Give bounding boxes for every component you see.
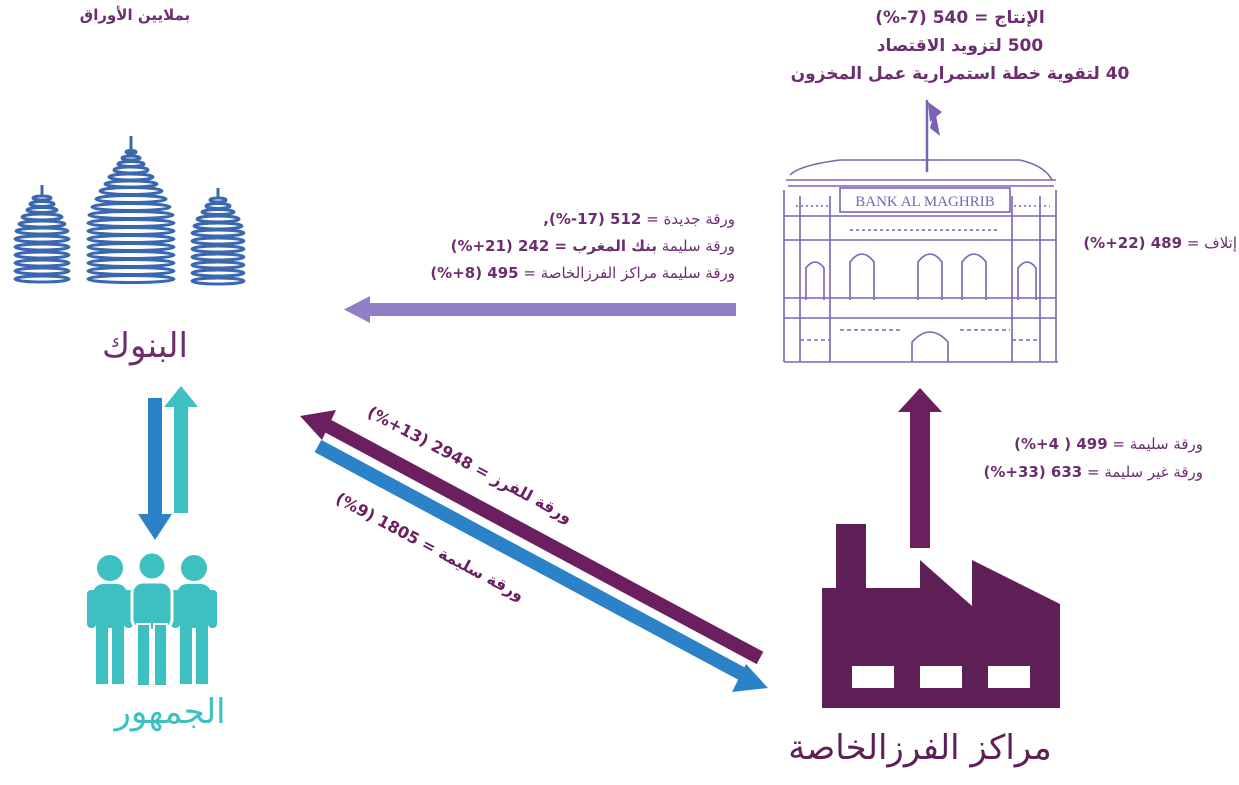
fit-centers-value: 495 (8+%) <box>430 264 519 282</box>
centers-to-banks-arrow <box>300 410 764 665</box>
bank-to-banks-block: ورقة جديدة = 512 (17-%), ورقة سليمة بنك … <box>340 206 735 287</box>
new-notes-label: ورقة جديدة = <box>641 210 735 228</box>
public-to-banks-arrow <box>164 386 198 513</box>
people-group-icon <box>87 550 217 687</box>
destroyed-value: 489 (22+%) <box>1083 234 1183 252</box>
production-continuity: 40 لتقوية خطة استمرارية عمل المخزون <box>790 64 1130 84</box>
banks-to-public-arrow <box>138 398 172 540</box>
banks-title: البنوك <box>102 326 188 366</box>
unfit-notes-label: ورقة غير سليمة = <box>1082 463 1203 481</box>
production-total: الإنتاج = 540 (7-%) <box>875 8 1045 28</box>
fit-bam-value: بنك المغرب = 242 (21+%) <box>450 237 657 255</box>
production-economy: 500 لتزويد الاقتصاد <box>876 36 1044 56</box>
bank-building-icon <box>783 100 1058 363</box>
new-notes-value: 512 (17-%), <box>543 210 642 228</box>
fit-notes-label: ورقة سليمة = <box>1107 435 1203 453</box>
destroyed-block: إتلاف = 489 (22+%) <box>1052 234 1237 252</box>
destroyed-label: إتلاف = <box>1182 234 1237 252</box>
centers-to-bank-arrow <box>898 388 942 548</box>
public-title: الجمهور <box>114 692 226 732</box>
unit-label: بملايين الأوراق <box>79 6 191 24</box>
banks-to-centers-arrow <box>314 439 768 692</box>
bank-to-banks-arrow <box>344 296 736 323</box>
centers-to-bank-block: ورقة سليمة = 499 ( 4+%) ورقة غير سليمة =… <box>935 430 1203 486</box>
production-block: الإنتاج = 540 (7-%) 500 لتزويد الاقتصاد … <box>790 4 1130 88</box>
fit-bam-label: ورقة سليمة <box>656 237 735 255</box>
building-sign: BANK AL MAGHRIB <box>855 194 994 210</box>
unfit-notes-value: 633 (33+%) <box>983 463 1083 481</box>
sorting-centers-title: مراكز الفرزالخاصة <box>788 728 1052 768</box>
factory-icon <box>822 524 1060 708</box>
skyscrapers-icon <box>13 136 246 286</box>
fit-notes-value: 499 ( 4+%) <box>1014 435 1108 453</box>
fit-centers-label: ورقة سليمة مراكز الفرزالخاصة = <box>518 264 735 282</box>
